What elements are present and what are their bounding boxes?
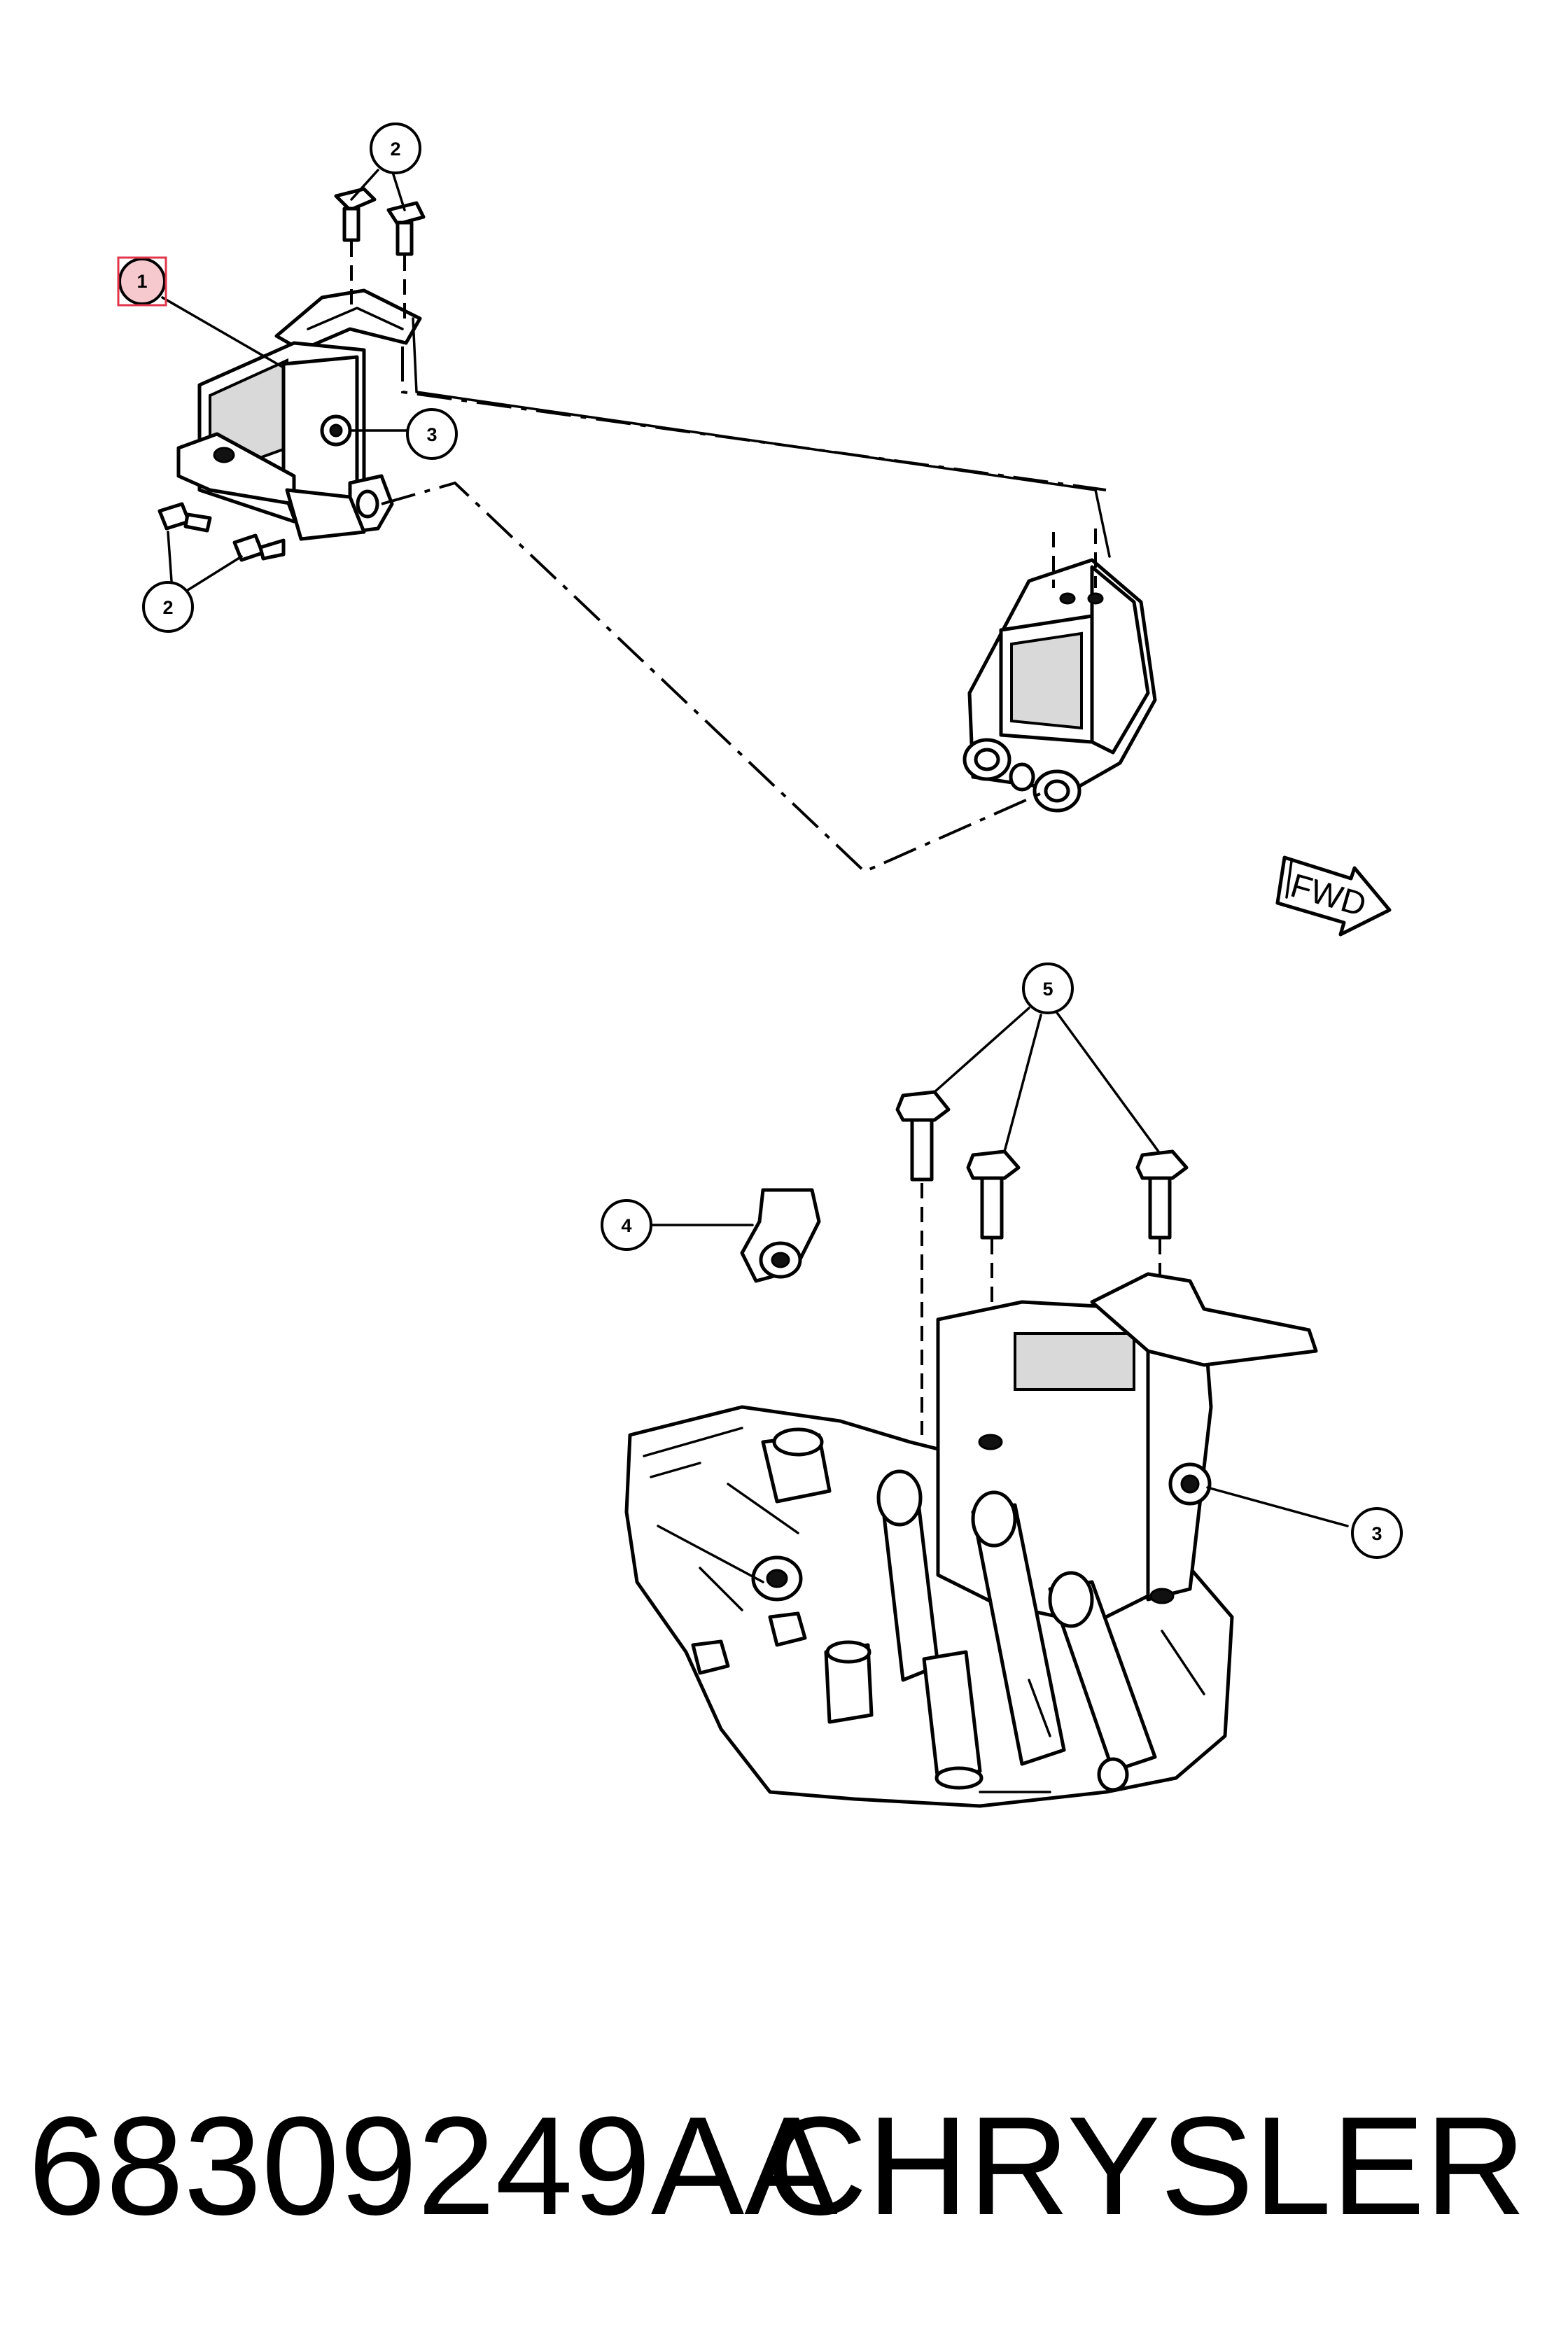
callout-4-label: 4	[621, 1215, 631, 1236]
callout-1[interactable]: 1	[117, 256, 167, 307]
callout-2-top-label: 2	[390, 139, 400, 160]
callout-5-label: 5	[1042, 979, 1053, 1000]
callout-3-bottom[interactable]: 3	[1351, 1507, 1403, 1559]
callout-3-top-label: 3	[426, 424, 437, 445]
callout-2-top[interactable]: 2	[370, 122, 421, 174]
footer: 68309249AA CHRYSLER	[0, 2079, 1568, 2254]
leader-lines	[161, 169, 1349, 1527]
nut-clip-4	[740, 1188, 821, 1283]
bolts-5	[895, 1090, 1189, 1526]
alignment-line-insulator	[381, 481, 1047, 874]
callout-2-bottom[interactable]: 2	[142, 581, 194, 633]
callout-2-bottom-label: 2	[162, 597, 173, 618]
callout-1-label: 1	[136, 271, 147, 292]
mount-insulator	[962, 528, 1157, 813]
callout-4[interactable]: 4	[601, 1199, 652, 1251]
engine-mount-upper	[176, 288, 1111, 558]
callout-5[interactable]: 5	[1022, 962, 1074, 1014]
fwd-arrow: FWD	[1275, 855, 1392, 937]
bolts-2	[158, 187, 426, 562]
brand-name: CHRYSLER	[766, 2088, 1526, 2244]
callout-3-bottom-label: 3	[1371, 1523, 1382, 1544]
transmission-assembly	[624, 1272, 1318, 1808]
alignment-line-bolt	[401, 346, 1107, 491]
part-number: 68309249AA	[28, 2088, 838, 2244]
callout-3-top[interactable]: 3	[406, 408, 458, 460]
